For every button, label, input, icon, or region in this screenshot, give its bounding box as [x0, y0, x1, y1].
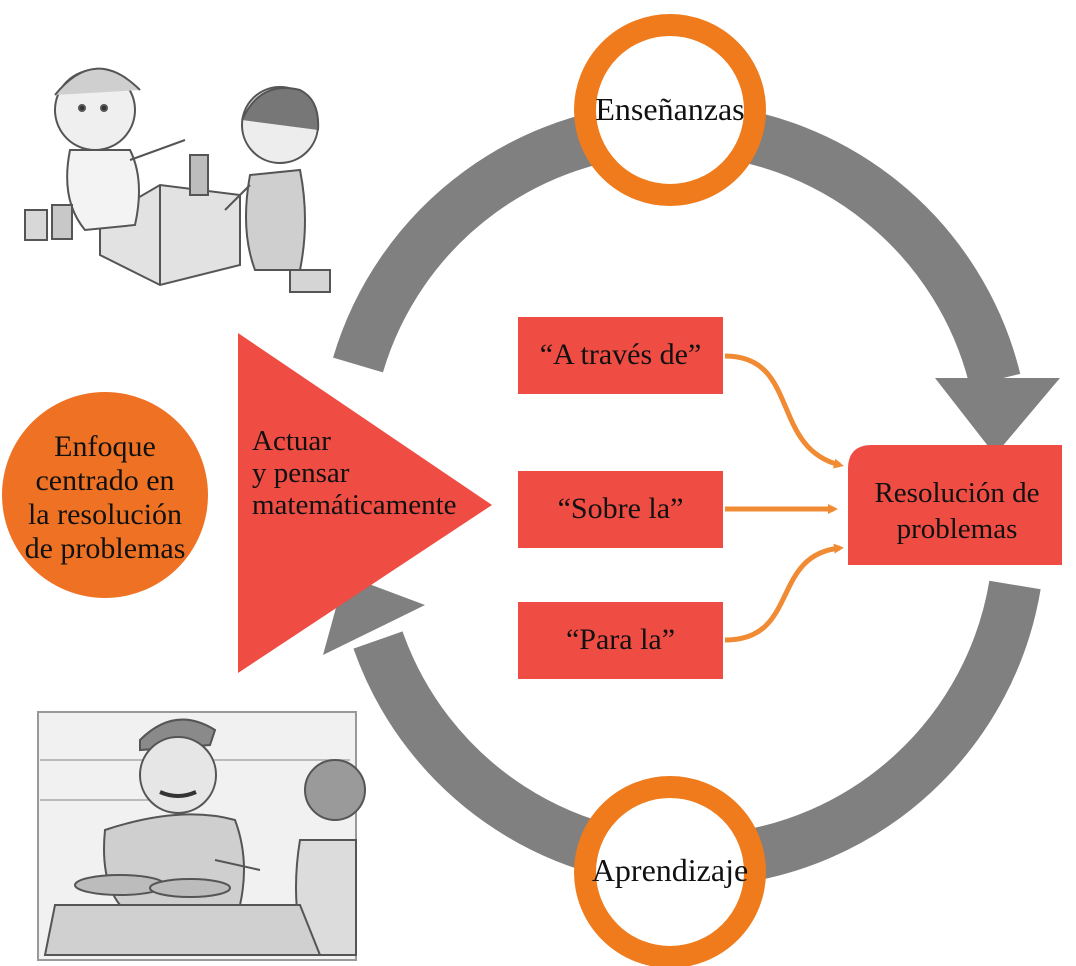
- triangle-label: Actuar y pensar matemáticamente: [252, 425, 457, 521]
- result-label: Resolución de problemas: [852, 475, 1062, 547]
- action-triangle: [238, 333, 492, 673]
- cycle-arrowhead-right: [935, 378, 1060, 455]
- approach-line-2: centrado en: [35, 464, 175, 497]
- connector-a-traves-de: [724, 353, 844, 469]
- approach-line-4: de problemas: [24, 532, 186, 565]
- triangle-line-3: matemáticamente: [252, 489, 457, 521]
- aprendizaje-label: Aprendizaje: [591, 852, 749, 888]
- ring-ensenanzas: [574, 14, 766, 206]
- triangle-line-1: Actuar: [252, 425, 331, 457]
- approach-line-3: la resolución: [27, 498, 183, 531]
- children-playing-illustration: [5, 40, 335, 300]
- result-box: [848, 445, 1062, 565]
- box-para-la: [518, 602, 723, 679]
- triangle-line-2: y pensar: [252, 457, 350, 489]
- a-traves-de-label: “A través de”: [539, 338, 702, 371]
- ring-aprendizaje: [574, 776, 766, 966]
- connector-para-la: [724, 543, 844, 643]
- result-line-2: problemas: [896, 513, 1018, 545]
- box-sobre-la: [518, 471, 723, 548]
- approach-label: Enfoque centrado en la resolución de pro…: [12, 430, 198, 566]
- box-a-traves-de: [518, 317, 723, 394]
- ensenanzas-label: Enseñanzas: [595, 91, 745, 127]
- sobre-la-label: “Sobre la”: [557, 492, 684, 525]
- approach-line-1: Enfoque: [54, 430, 156, 463]
- para-la-label: “Para la”: [565, 623, 676, 656]
- result-line-1: Resolución de: [874, 477, 1040, 509]
- approach-circle: [2, 392, 208, 598]
- market-scene-illustration: [37, 711, 366, 961]
